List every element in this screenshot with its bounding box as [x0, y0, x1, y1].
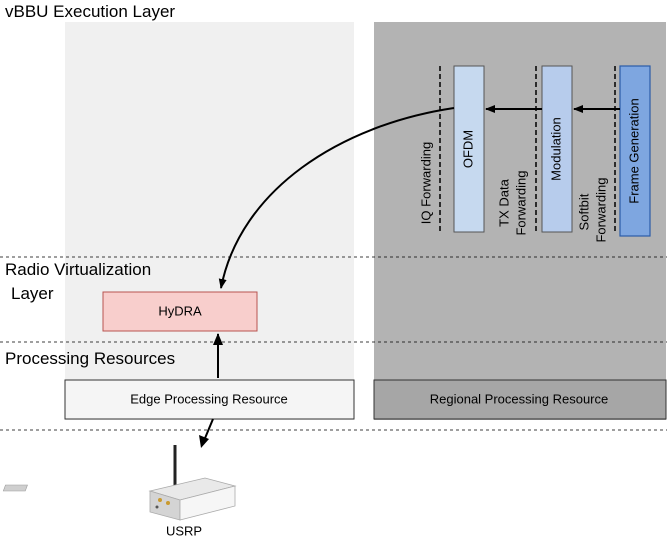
tx-forwarding-label: Forwarding [513, 170, 528, 235]
frame-generation-label: Frame Generation [626, 98, 641, 204]
usrp-label: USRP [166, 523, 202, 538]
virtualization-layer-title-line1: Radio Virtualization [5, 260, 152, 279]
tx-data-label: TX Data [496, 178, 511, 226]
processing-layer-title: Processing Resources [5, 349, 176, 368]
softbit-forwarding-label: Forwarding [593, 177, 608, 242]
iq-forwarding-label: IQ Forwarding [418, 142, 433, 224]
ofdm-to-hydra-arrow [218, 107, 455, 289]
hydra-arrowhead-up [213, 333, 223, 345]
regional-resource-label: Regional Processing Resource [430, 391, 608, 406]
regional-resource-box[interactable] [373, 379, 667, 420]
edge-panel [65, 22, 354, 420]
ofdm-label: OFDM [460, 130, 475, 168]
edge-resource-box[interactable] [64, 379, 355, 420]
execution-layer-title: vBBU Execution Layer [5, 2, 176, 21]
edge-resource-label: Edge Processing Resource [130, 391, 288, 406]
hydra-box[interactable] [102, 291, 258, 332]
frame-generation-box[interactable] [619, 65, 651, 237]
usrp-device-icon [2, 445, 237, 521]
softbit-label: Softbit [576, 193, 591, 230]
modulation-label: Modulation [548, 117, 563, 181]
virtualization-layer-title-line2: Layer [11, 284, 54, 303]
hydra-label: HyDRA [158, 303, 202, 318]
modulation-box[interactable] [541, 65, 573, 233]
usrp-arrowhead-down [199, 435, 209, 448]
regional-panel [374, 22, 666, 420]
ofdm-box[interactable] [453, 65, 485, 233]
